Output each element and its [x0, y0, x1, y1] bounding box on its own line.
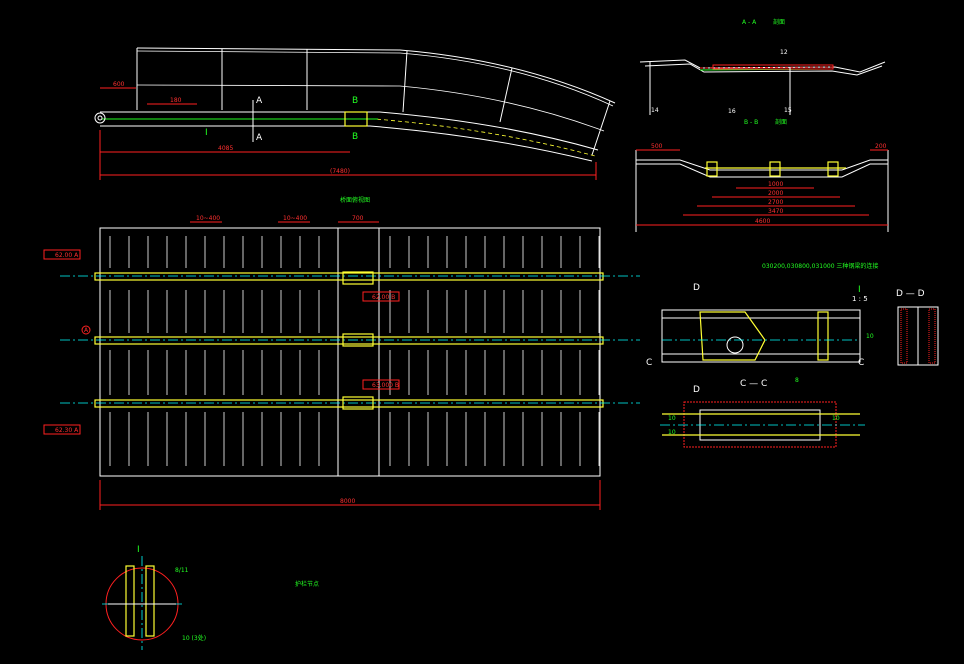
mark-d-bottom: D: [693, 385, 700, 395]
callout-10a: 10: [866, 333, 874, 340]
mark-d-top: D: [693, 283, 700, 293]
section-aa-title: A - A: [742, 19, 757, 26]
dim-spacing: 180: [170, 97, 182, 104]
plan-dim-bay1: 10~400: [196, 215, 220, 222]
tag-center-3: 63.000 B: [362, 379, 400, 390]
section-aa: A - A 剖面 14 15 12: [639, 18, 886, 115]
bb-dim-4600: 4600: [755, 218, 770, 225]
bridge-elevation: 600 180 4085 (7480) A A B B I: [94, 47, 616, 180]
dim-total: (7480): [330, 168, 350, 175]
bb-dim-right: 200: [875, 143, 887, 150]
dim-span: 4085: [218, 145, 233, 152]
callout-10d: 10: [832, 415, 840, 422]
deck-slats: [109, 236, 600, 466]
deck-plan: 桥面俯视图 10~400 10~400 700 8000 A 6: [43, 196, 640, 510]
aa-label-15: 15: [784, 107, 792, 114]
section-b-bottom: B: [352, 132, 358, 142]
tag-center-1: 62.00 B: [362, 291, 400, 302]
callout-8: 8: [795, 377, 799, 384]
section-bb: B - B 剖面 16 1000 2000 2700 3470 4600 500…: [635, 108, 889, 232]
round-detail: I 8/11 10 (3处) 护栏节点: [102, 545, 319, 650]
round-detail-note: 护栏节点: [295, 580, 319, 588]
dim-end-offset: 600: [113, 81, 125, 88]
section-a-top: A: [256, 96, 263, 106]
mark-c-right: C: [858, 358, 864, 368]
bb-dim-2000: 2000: [768, 190, 783, 197]
section-dd-title: D — D: [896, 289, 925, 299]
mark-c-left: C: [646, 358, 652, 368]
round-callout-top: 8/11: [175, 567, 189, 574]
section-bb-title: B - B: [744, 119, 758, 126]
plan-dim-total: 8000: [340, 498, 355, 505]
bb-dim-left: 500: [651, 143, 663, 150]
callout-10c: 10: [668, 429, 676, 436]
bb-dim-3470: 3470: [768, 208, 783, 215]
detail-i-title: I: [858, 285, 861, 295]
svg-text:63.000 B: 63.000 B: [372, 382, 399, 389]
bb-dim-2700: 2700: [768, 199, 783, 206]
plan-axis-label: A: [84, 327, 89, 334]
section-bb-subtitle: 剖面: [775, 118, 787, 126]
svg-text:62.00 B: 62.00 B: [372, 294, 395, 301]
section-b-top: B: [352, 96, 358, 106]
tag-left-bottom: 62.30 A: [43, 424, 81, 435]
aa-label-12: 12: [780, 49, 788, 56]
detail-i: 030200,030800,031000 三种钢梁的连接 I 1 : 5 D —…: [646, 262, 939, 448]
section-cc-title: C — C: [740, 379, 767, 389]
detail-i-mark: I: [205, 128, 208, 138]
plan-title: 桥面俯视图: [340, 196, 370, 204]
plan-dim-bay2: 10~400: [283, 215, 307, 222]
detail-i-scale: 1 : 5: [852, 295, 868, 303]
bb-label-16: 16: [728, 108, 736, 115]
section-aa-subtitle: 剖面: [773, 18, 785, 26]
tag-left-top: 62.00 A: [43, 249, 81, 260]
detail-title-line: 030200,030800,031000 三种钢梁的连接: [762, 262, 878, 270]
round-callout-bottom: 10 (3处): [182, 634, 206, 642]
svg-text:62.30 A: 62.30 A: [55, 427, 79, 434]
section-a-bottom: A: [256, 133, 263, 143]
callout-10b: 10: [668, 415, 676, 422]
aa-label-14: 14: [651, 107, 659, 114]
plan-dim-gap: 700: [352, 215, 364, 222]
svg-text:62.00 A: 62.00 A: [55, 252, 79, 259]
bb-dim-1000: 1000: [768, 181, 783, 188]
round-detail-title: I: [137, 545, 140, 555]
